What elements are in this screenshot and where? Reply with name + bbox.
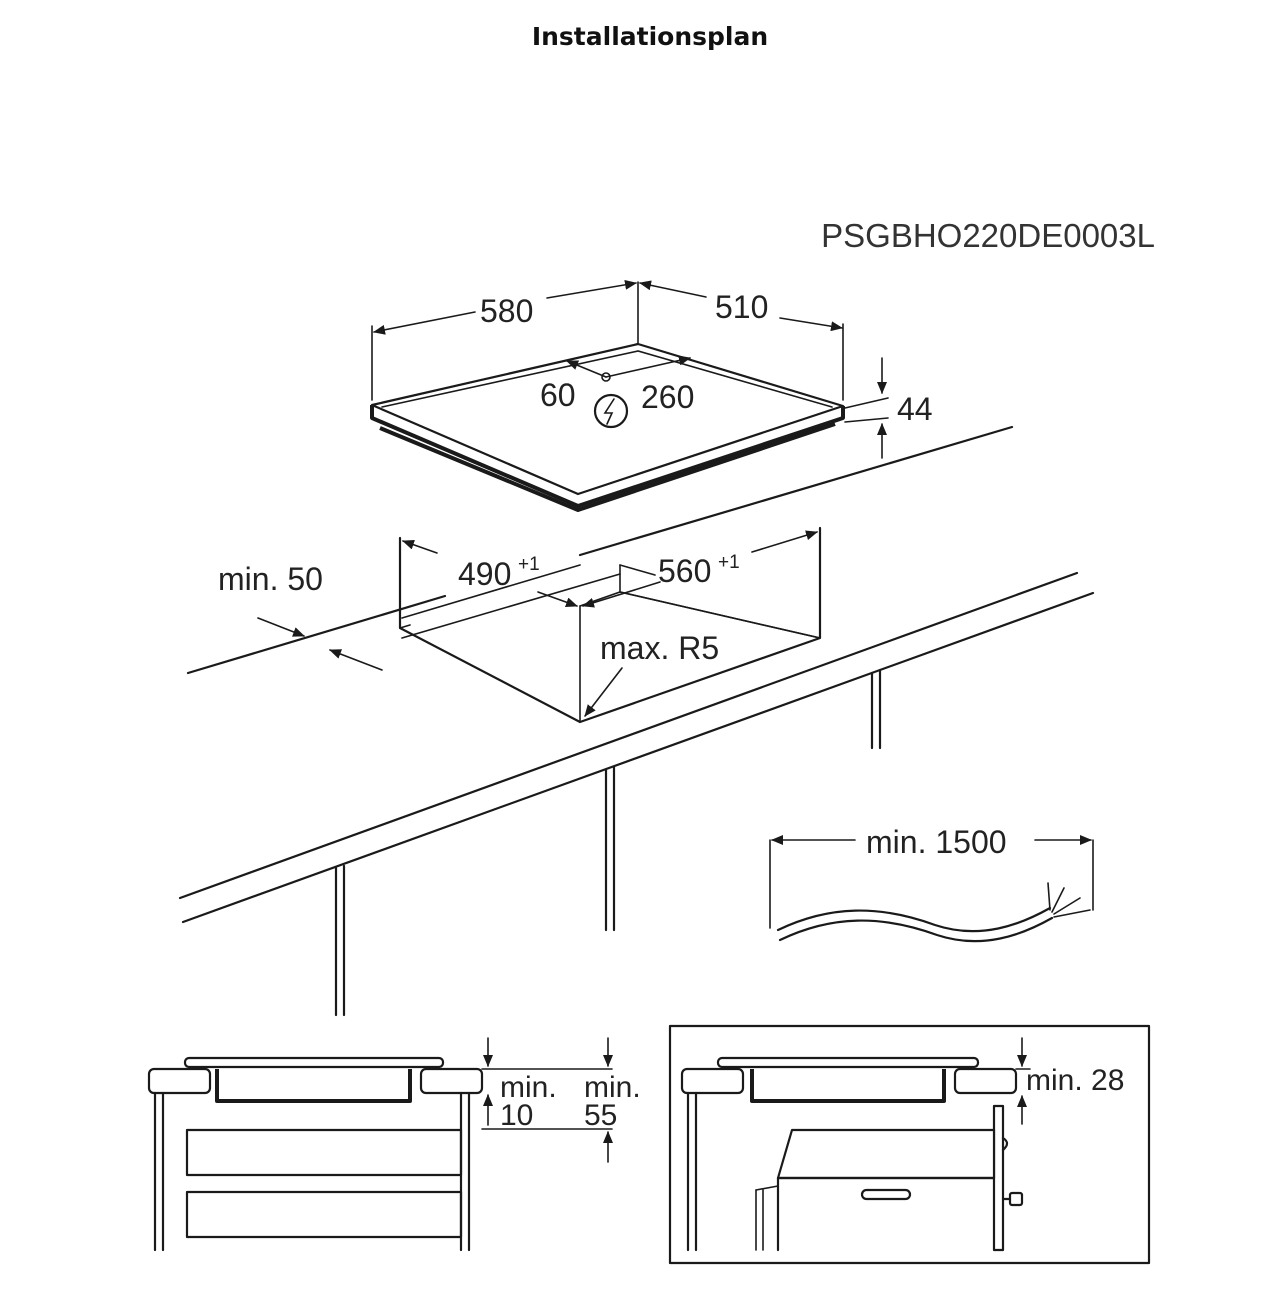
front-clearance-label: min. 50 bbox=[218, 561, 323, 597]
section-left-drawing bbox=[147, 1037, 613, 1252]
section-left-gap-value-1: 10 bbox=[500, 1099, 533, 1132]
section-left-gap-label-2: min. bbox=[584, 1071, 641, 1104]
worktop-drawing bbox=[178, 425, 1095, 1017]
section-left-gap-value-2: 55 bbox=[584, 1099, 617, 1132]
hob-connection-y-label: 260 bbox=[641, 379, 694, 415]
cutout-width-tolerance: +1 bbox=[518, 554, 540, 575]
cutout-width-label: 490 bbox=[458, 556, 511, 592]
hob-connection-x-label: 60 bbox=[540, 377, 576, 413]
hob-width-label: 580 bbox=[480, 293, 533, 329]
cutout-depth-label: 560 bbox=[658, 553, 711, 589]
drawing-code: PSGBHO220DE0003L bbox=[821, 217, 1155, 254]
electrical-connection-icon bbox=[593, 393, 629, 429]
hob-drawing bbox=[370, 342, 845, 512]
cable-length-label: min. 1500 bbox=[866, 824, 1007, 860]
corner-radius-label: max. R5 bbox=[600, 630, 719, 666]
section-right-drawing bbox=[668, 1024, 1151, 1265]
hob-height-dimension bbox=[844, 357, 889, 459]
hob-width-dimension bbox=[371, 279, 844, 401]
page-title: Installationsplan bbox=[531, 22, 769, 51]
hob-depth-label: 510 bbox=[715, 289, 768, 325]
cable-drawing bbox=[769, 835, 1094, 943]
section-right-gap-label: min. 28 bbox=[1026, 1064, 1124, 1097]
section-left-gap-label-1: min. bbox=[500, 1071, 557, 1104]
cutout-dimensions bbox=[257, 530, 818, 717]
cutout-depth-tolerance: +1 bbox=[718, 552, 740, 573]
hob-height-label: 44 bbox=[897, 391, 933, 427]
